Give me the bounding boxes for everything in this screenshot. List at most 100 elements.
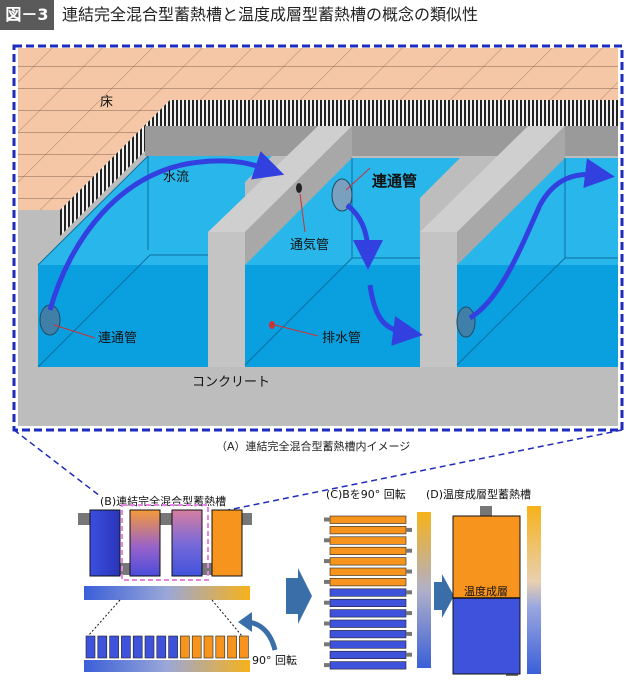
stack-pipe — [324, 579, 330, 584]
segment-tank — [168, 635, 178, 659]
panel-a-caption: （A）連結完全混合型蓄熱槽内イメージ — [216, 439, 410, 453]
temperature-bar-b-small — [84, 660, 250, 672]
zoom-line-right — [227, 429, 623, 511]
floor-edge-side — [60, 100, 170, 236]
panel-c-title: (C)Bを90° 回転 — [326, 488, 406, 501]
stack-segment — [329, 630, 407, 639]
tank-b-2 — [129, 509, 161, 577]
floor-surface — [18, 48, 618, 210]
stack-segment — [329, 557, 407, 566]
divider-1-front — [208, 232, 245, 367]
connecting-pipe-upper — [331, 178, 353, 212]
connecting-pipe-label-large: 連通管 — [372, 172, 417, 190]
segment-tank — [132, 635, 143, 659]
stack-segment — [329, 640, 407, 649]
stack-pipe — [324, 517, 330, 522]
stratified-tank-cold — [452, 597, 521, 675]
stack-pipe — [324, 600, 330, 605]
stack-pipe — [406, 631, 412, 636]
stack-segment — [329, 578, 407, 587]
segment-tank — [239, 635, 249, 659]
panel-d: (D)温度成層型蓄熱槽 温度成層 — [426, 487, 541, 676]
stack-pipe — [406, 611, 412, 616]
stack-pipe — [406, 590, 412, 595]
stack-pipe — [324, 621, 330, 626]
stack-segment — [329, 588, 407, 597]
segment-tank — [203, 635, 214, 659]
tank-b-4 — [211, 509, 243, 577]
temperature-bar-c — [417, 512, 431, 668]
temperature-bar-b — [84, 586, 250, 600]
stack-segment — [329, 609, 407, 618]
stack-segment — [329, 515, 407, 524]
zoom-line-left — [13, 429, 101, 497]
divider-2-front — [420, 232, 457, 367]
segment-tank — [85, 635, 96, 659]
segment-tank — [191, 635, 202, 659]
segmented-tanks — [85, 635, 249, 659]
segment-tank — [180, 635, 190, 659]
floor-edge-top — [170, 100, 618, 126]
segment-tank — [109, 635, 119, 659]
water-flow-label: 水流 — [163, 170, 189, 185]
figure-number: 図－3 — [0, 0, 54, 30]
stack-segment — [329, 526, 407, 535]
floor-label: 床 — [100, 95, 113, 110]
stack-segment — [329, 619, 407, 628]
mixing-highlight — [121, 504, 209, 581]
stack-segment — [329, 567, 407, 576]
figure-title: 連結完全混合型蓄熱槽と温度成層型蓄熱槽の概念の類似性 — [62, 5, 479, 24]
tank-3-front-water — [457, 265, 618, 367]
connecting-pipe-2 — [456, 306, 476, 338]
tank-1-front-water — [38, 265, 208, 367]
stack-segment — [329, 598, 407, 608]
connecting-pipe-label: 連通管 — [98, 331, 137, 346]
panel-a-frame — [12, 44, 624, 432]
stack-segment — [329, 650, 407, 660]
vent-pipe-label: 通気管 — [290, 237, 329, 253]
tank-b-1 — [89, 509, 121, 577]
arrow-b-to-c — [286, 568, 312, 624]
rotated-stack — [324, 515, 412, 670]
arrow-c-to-d — [434, 574, 454, 618]
segment-tank — [144, 635, 155, 659]
segment-tank — [215, 635, 226, 659]
flow-arrow-1 — [47, 151, 285, 311]
segment-tank — [156, 635, 167, 659]
figure-header: 図－3 連結完全混合型蓄熱槽と温度成層型蓄熱槽の概念の類似性 — [0, 0, 640, 30]
segment-tank — [227, 635, 237, 659]
stratified-tank-warm — [452, 515, 521, 599]
drain-pipe-opening — [269, 321, 275, 329]
rotate-label: 90° 回転 — [252, 654, 297, 667]
stack-pipe — [324, 663, 330, 668]
stack-pipe — [406, 548, 412, 553]
stack-pipe — [324, 642, 330, 647]
stack-pipe — [406, 527, 412, 532]
stack-pipe — [324, 559, 330, 564]
tank-2-front-water — [245, 265, 420, 367]
stratified-layer-label: 温度成層 — [464, 584, 508, 598]
panel-d-title: (D)温度成層型蓄熱槽 — [426, 487, 531, 501]
tank-b-3 — [171, 509, 203, 577]
stack-pipe — [324, 538, 330, 543]
flow-arrow-4 — [468, 158, 615, 321]
temperature-bar-d — [527, 506, 541, 674]
stack-pipe — [406, 569, 412, 574]
divider-2-top — [420, 126, 565, 232]
vent-pipe-opening — [296, 183, 302, 193]
panel-b: (B)連結完全混合型蓄熱槽 90° 回転 — [78, 494, 297, 672]
segment-tank — [97, 635, 108, 659]
stack-segment — [329, 661, 407, 670]
flow-arrow-3 — [367, 284, 423, 346]
concrete-label: コンクリート — [192, 375, 270, 390]
stack-segment — [329, 536, 407, 545]
panel-c: (C)Bを90° 回転 — [324, 488, 431, 670]
drain-pipe-label: 排水管 — [322, 331, 361, 346]
flow-arrow-2 — [345, 203, 383, 270]
stack-pipe — [406, 652, 412, 657]
segment-tank — [121, 635, 131, 659]
stack-segment — [329, 546, 407, 556]
panel-a: 床 水流 連通管 通気管 連通管 排水管 コンクリート （A）連結完全混合型蓄熱… — [12, 44, 624, 453]
back-wall — [145, 126, 618, 156]
